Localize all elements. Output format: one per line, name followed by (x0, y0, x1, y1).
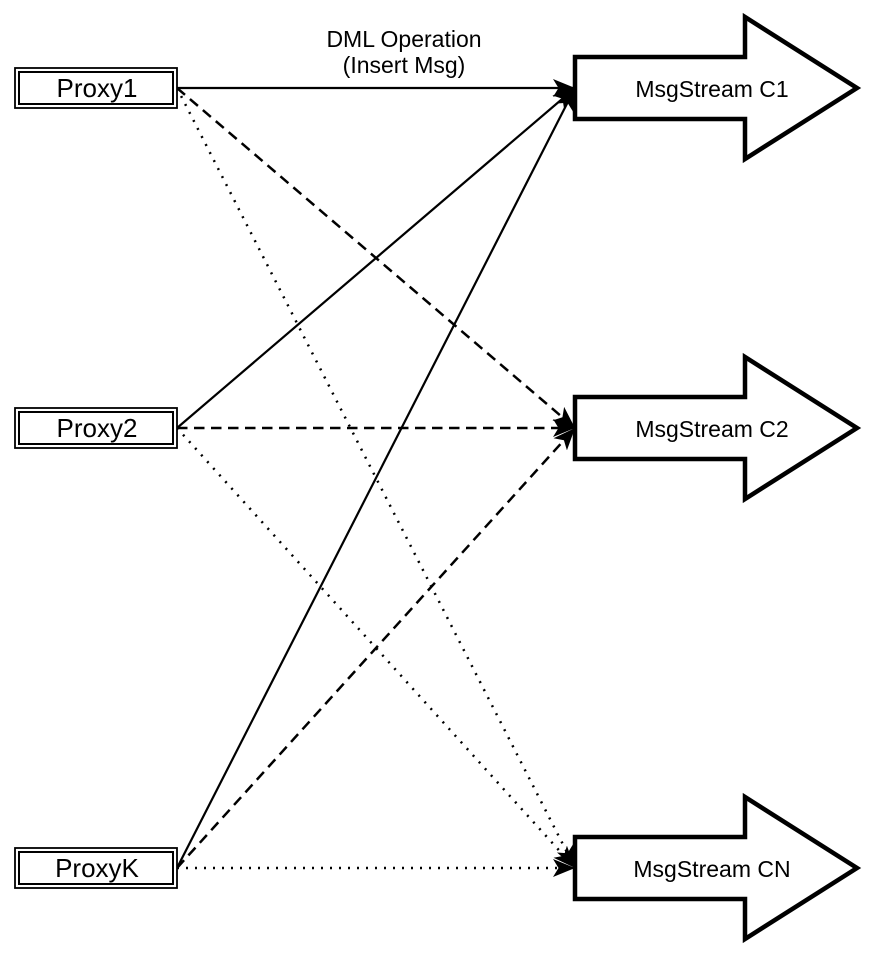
stream-label-c2: MsgStream C2 (635, 416, 788, 442)
title-line-2: (Insert Msg) (343, 52, 466, 78)
proxy-node-proxy2: Proxy2 (14, 407, 178, 449)
stream-block-arrow-icon (572, 12, 862, 164)
stream-node-c1: MsgStream C1 (572, 12, 862, 164)
edge-proxyk-c2 (176, 427, 576, 869)
proxy-label-proxyk: ProxyK (55, 853, 139, 883)
title-line-1: DML Operation (326, 26, 481, 52)
proxy-label-proxy1: Proxy1 (57, 73, 138, 103)
edge-proxyk-c1 (176, 87, 576, 869)
edge-proxy1-c2 (176, 87, 576, 429)
proxy-box-inner (18, 851, 174, 885)
stream-node-cn: MsgStream CN (572, 792, 862, 944)
proxy-box-inner (18, 71, 174, 105)
stream-label-cn: MsgStream CN (633, 856, 790, 882)
edges-layer (175, 79, 577, 877)
proxy-label-proxy2: Proxy2 (57, 413, 138, 443)
proxy-node-proxyk: ProxyK (14, 847, 178, 889)
stream-block-arrow-icon (572, 792, 862, 944)
stream-block-arrow-icon (572, 352, 862, 504)
proxy-box-inner (18, 411, 174, 445)
diagram-title: DML Operation (Insert Msg) (326, 26, 481, 78)
stream-label-c1: MsgStream C1 (635, 76, 788, 102)
edge-proxy1-cn (175, 87, 577, 869)
stream-node-c2: MsgStream C2 (572, 352, 862, 504)
proxy-node-proxy1: Proxy1 (14, 67, 178, 109)
